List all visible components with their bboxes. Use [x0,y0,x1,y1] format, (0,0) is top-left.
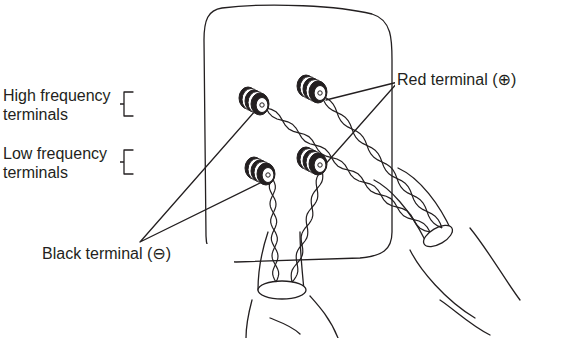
bracket [118,150,133,174]
twisted-wire [269,178,278,282]
hand [246,296,338,338]
bracket [118,92,133,116]
terminal-label: Black terminal (⊖) [40,244,234,263]
terminal-hole [318,163,322,167]
leader-line [140,110,262,242]
twisted-wire [292,170,322,282]
terminal-ring [309,153,327,175]
leader-line [322,82,398,168]
terminal-group-label: High frequency terminals [1,86,120,124]
twisted-wire [291,170,323,282]
speaker-terminal [245,157,275,185]
terminal-ring [251,93,269,115]
terminal-group-label: Low frequency terminals [1,144,120,182]
speaker-terminal [297,75,327,103]
terminal-face [262,168,274,183]
terminal-hole [318,91,322,95]
terminal-label: Red terminal (⊕) [395,70,565,89]
speaker-terminal [239,87,269,115]
twisted-wire [322,96,442,228]
terminal-face [256,98,268,113]
speaker-terminal [297,147,327,175]
twisted-wire [322,96,442,228]
hand [410,228,520,335]
terminal-hole [266,173,270,177]
speaker-panel [204,5,392,262]
terminal-face [314,158,326,173]
twisted-wire [270,178,278,282]
terminal-hole [260,103,264,107]
terminal-ring [309,81,327,103]
cable-end [258,281,306,299]
terminal-ring [257,163,275,185]
terminal-face [314,86,326,101]
